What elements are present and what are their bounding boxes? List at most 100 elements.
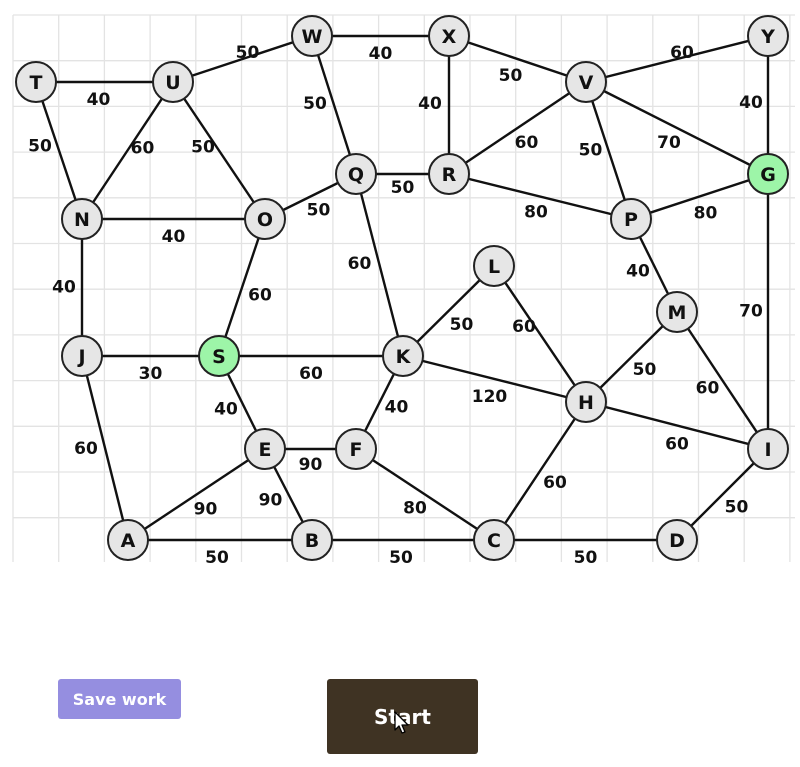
node-circle-O[interactable] — [244, 198, 286, 240]
node-circle-Q[interactable] — [335, 153, 377, 195]
node-label-J: J — [76, 346, 85, 368]
node-label-Q: Q — [348, 164, 364, 186]
node-I[interactable]: I — [747, 428, 789, 470]
node-label-M: M — [668, 302, 687, 324]
node-K[interactable]: K — [382, 335, 424, 377]
node-U[interactable]: U — [152, 61, 194, 103]
node-circle-K[interactable] — [382, 335, 424, 377]
node-label-C: C — [487, 530, 501, 552]
edge-weight-H-C: 60 — [543, 473, 567, 493]
edge-weight-V-G: 70 — [657, 133, 681, 153]
edge-V-R — [448, 81, 587, 175]
edge-weight-T-U: 40 — [87, 90, 111, 110]
edge-weight-W-X: 40 — [369, 44, 393, 64]
node-L[interactable]: L — [473, 245, 515, 287]
node-R[interactable]: R — [428, 153, 470, 195]
edge-H-I — [585, 400, 769, 451]
node-X[interactable]: X — [428, 15, 470, 57]
node-P[interactable]: P — [610, 198, 652, 240]
node-circle-V[interactable] — [565, 61, 607, 103]
node-B[interactable]: B — [291, 519, 333, 561]
grid — [12, 14, 795, 562]
node-label-A: A — [121, 530, 136, 552]
node-V[interactable]: V — [565, 61, 607, 103]
edge-J-A — [80, 355, 130, 541]
edge-X-V — [448, 34, 587, 84]
node-W[interactable]: W — [291, 15, 333, 57]
node-G[interactable]: G — [747, 153, 789, 195]
edge-V-G — [585, 80, 769, 176]
edge-weight-M-H: 50 — [633, 360, 657, 380]
node-F[interactable]: F — [335, 428, 377, 470]
edge-weight-J-A: 60 — [74, 439, 98, 459]
node-H[interactable]: H — [565, 381, 607, 423]
edge-weight-H-I: 60 — [665, 435, 689, 455]
edge-weight-K-F: 40 — [385, 398, 409, 418]
edge-M-I — [676, 311, 769, 450]
node-circle-J[interactable] — [61, 335, 103, 377]
edge-E-A — [127, 448, 266, 541]
node-circle-F[interactable] — [335, 428, 377, 470]
node-E[interactable]: E — [244, 428, 286, 470]
node-A[interactable]: A — [107, 519, 149, 561]
node-circle-H[interactable] — [565, 381, 607, 423]
node-label-X: X — [442, 26, 457, 48]
node-M[interactable]: M — [656, 291, 698, 333]
edge-weight-T-N: 50 — [28, 137, 52, 157]
edge-O-S — [217, 218, 267, 357]
edge-H-C — [493, 401, 587, 541]
node-O[interactable]: O — [244, 198, 286, 240]
node-label-W: W — [302, 26, 323, 48]
edge-L-K — [402, 265, 495, 357]
node-circle-U[interactable] — [152, 61, 194, 103]
edge-R-P — [448, 172, 632, 221]
node-circle-P[interactable] — [610, 198, 652, 240]
edge-weight-V-P: 50 — [579, 141, 603, 161]
edge-U-W — [172, 34, 313, 84]
edge-weight-P-G: 80 — [694, 204, 718, 224]
node-label-H: H — [578, 392, 594, 414]
node-Q[interactable]: Q — [335, 153, 377, 195]
edge-weight-G-I: 70 — [739, 302, 763, 322]
node-J[interactable]: J — [61, 335, 103, 377]
node-circle-G[interactable] — [747, 153, 789, 195]
node-label-I: I — [764, 439, 771, 461]
node-circle-D[interactable] — [656, 519, 698, 561]
node-Y[interactable]: Y — [747, 15, 789, 57]
node-C[interactable]: C — [473, 519, 515, 561]
node-circle-N[interactable] — [61, 198, 103, 240]
node-circle-E[interactable] — [244, 428, 286, 470]
node-circle-L[interactable] — [473, 245, 515, 287]
node-label-E: E — [259, 439, 272, 461]
nodes: T U W X V Y N O Q R P G L M J S K H E F I A B C D — [15, 15, 789, 561]
edge-weight-S-E: 40 — [214, 400, 238, 420]
node-circle-W[interactable] — [291, 15, 333, 57]
node-circle-X[interactable] — [428, 15, 470, 57]
edge-T-N — [34, 81, 84, 220]
edge-U-O — [172, 81, 266, 220]
start-button[interactable]: Start — [327, 679, 478, 754]
node-label-T: T — [30, 72, 43, 94]
node-circle-T[interactable] — [15, 61, 57, 103]
save-work-button[interactable]: Save work — [58, 679, 181, 719]
node-D[interactable]: D — [656, 519, 698, 561]
edge-weight-O-S: 60 — [248, 286, 272, 306]
node-circle-I[interactable] — [747, 428, 789, 470]
node-circle-R[interactable] — [428, 153, 470, 195]
node-N[interactable]: N — [61, 198, 103, 240]
node-label-F: F — [350, 439, 363, 461]
node-circle-B[interactable] — [291, 519, 333, 561]
edge-weight-S-K: 60 — [299, 364, 323, 384]
node-label-S: S — [212, 346, 226, 368]
node-T[interactable]: T — [15, 61, 57, 103]
node-circle-Y[interactable] — [747, 15, 789, 57]
node-S[interactable]: S — [198, 335, 240, 377]
node-circle-A[interactable] — [107, 519, 149, 561]
edge-weight-C-D: 50 — [574, 548, 598, 568]
node-label-V: V — [579, 72, 594, 94]
edge-weight-X-R: 40 — [418, 94, 442, 114]
node-label-B: B — [305, 530, 319, 552]
node-circle-M[interactable] — [656, 291, 698, 333]
node-circle-C[interactable] — [473, 519, 515, 561]
node-circle-S[interactable] — [198, 335, 240, 377]
